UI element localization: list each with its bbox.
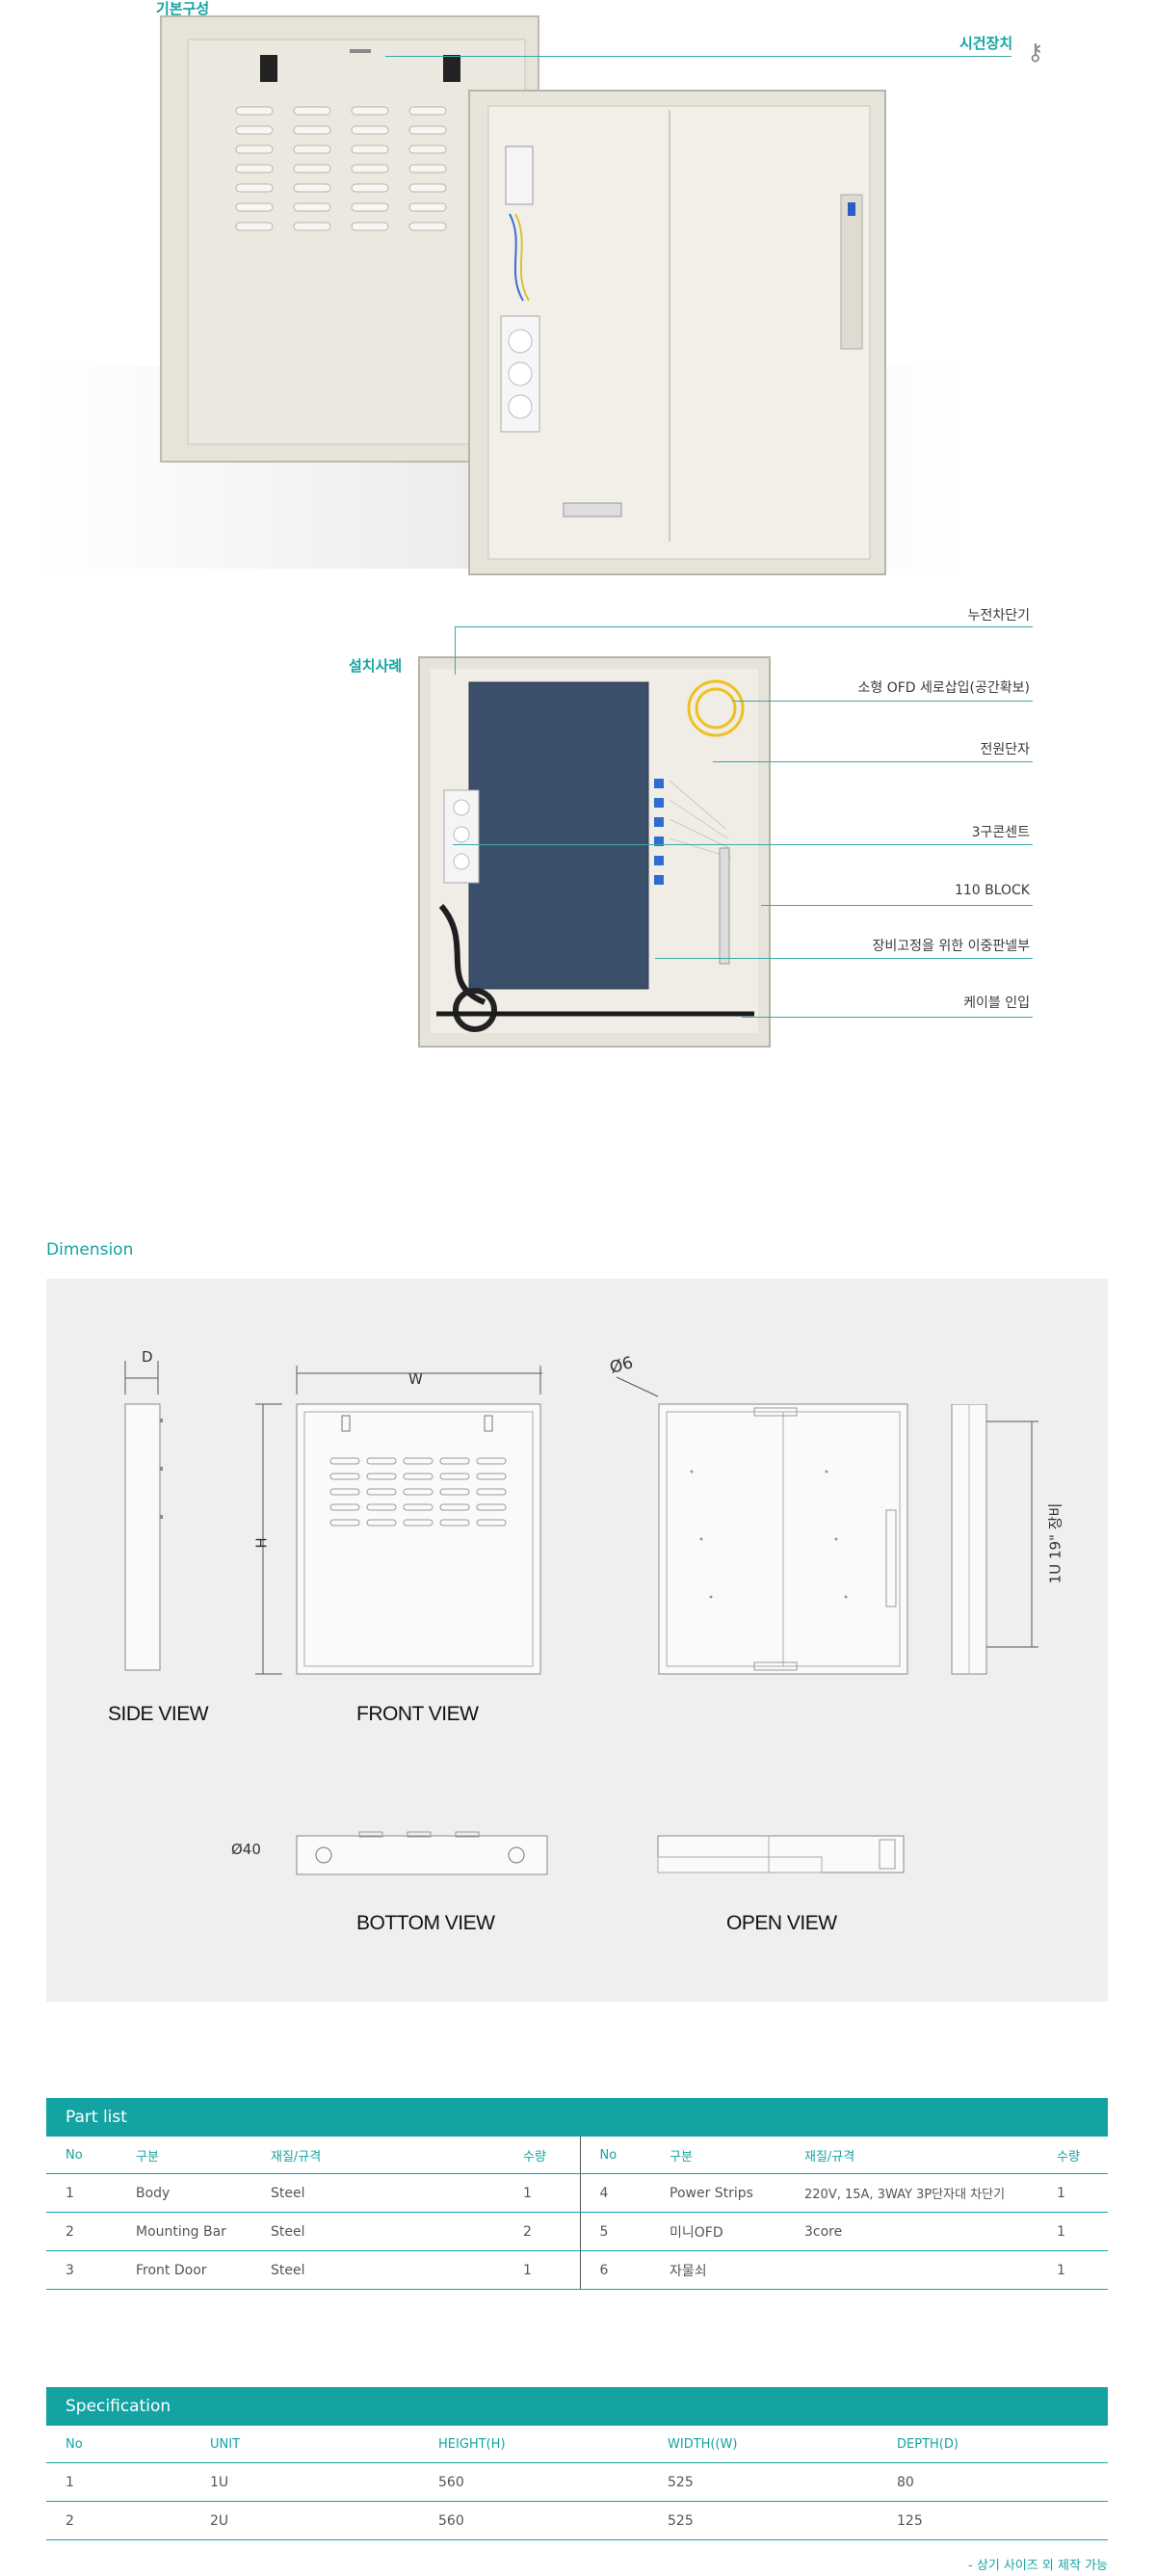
table-cell: 560	[419, 2462, 648, 2502]
table-cell: 220V, 15A, 3WAY 3P단자대 차단기	[785, 2173, 1038, 2213]
callout-7: 케이블 인입	[963, 996, 1030, 1011]
spec-header-row: No UNIT HEIGHT(H) WIDTH((W) DEPTH(D)	[46, 2426, 1108, 2463]
callout-2: 소형 OFD 세로삽입(공간확보)	[857, 680, 1030, 696]
callout-3: 전원단자	[980, 742, 1030, 757]
table-cell: 1	[504, 2250, 580, 2290]
part-header-material: 재질/규격	[251, 2137, 504, 2174]
spec-header-unit: UNIT	[191, 2426, 419, 2463]
rack-side-drawing	[951, 1404, 1038, 1675]
table-cell: 1U	[191, 2462, 419, 2502]
table-cell: 미니OFD	[650, 2212, 785, 2251]
dimension-title: Dimension	[46, 1240, 134, 1260]
dim-hole40-label: Ø40	[231, 1841, 261, 1858]
table-row: 2 Mounting Bar Steel 2 5 미니OFD 3core 1	[46, 2212, 1108, 2251]
callout-1: 누전차단기	[967, 608, 1030, 624]
cabinet-open-image	[468, 90, 886, 575]
table-cell: 80	[878, 2462, 1108, 2502]
specification-title: Specification	[46, 2387, 1108, 2426]
table-cell: 3	[46, 2250, 117, 2290]
table-cell: 1	[504, 2173, 580, 2213]
leader-2	[732, 701, 1033, 702]
install-example-image	[418, 656, 771, 1048]
part-header-qty-2: 수량	[1038, 2137, 1108, 2174]
table-cell: 6	[579, 2250, 650, 2290]
side-view-caption: SIDE VIEW	[108, 1703, 209, 1725]
callout-5: 110 BLOCK	[954, 883, 1030, 898]
spec-header-height: HEIGHT(H)	[419, 2426, 648, 2463]
part-header-no-2: No	[579, 2137, 650, 2174]
key-icon: ⚷	[1027, 39, 1044, 66]
table-cell: 3core	[785, 2212, 1038, 2251]
table-cell: 자물쇠	[650, 2250, 785, 2290]
leader-1-v	[455, 626, 456, 675]
part-header-category: 구분	[117, 2137, 251, 2174]
side-view-drawing	[124, 1361, 163, 1671]
spec-header-depth: DEPTH(D)	[878, 2426, 1108, 2463]
dim-w-label: W	[408, 1370, 423, 1388]
table-cell: 5	[579, 2212, 650, 2251]
part-list-header-row: No 구분 재질/규격 수량 No 구분 재질/규격 수량	[46, 2137, 1108, 2174]
lock-label: 시건장치	[959, 35, 1013, 52]
table-cell: 560	[419, 2501, 648, 2540]
leader-5	[761, 905, 1033, 906]
table-cell: 1	[1038, 2173, 1108, 2213]
dim-d-label: D	[142, 1348, 153, 1366]
table-row: 2 2U 560 525 125	[46, 2501, 1108, 2540]
table-cell: Front Door	[117, 2250, 251, 2290]
open-view-caption: OPEN VIEW	[726, 1912, 837, 1934]
dim-h-label: H	[252, 1537, 271, 1549]
front-view-caption: FRONT VIEW	[356, 1703, 479, 1725]
table-cell: 125	[878, 2501, 1108, 2540]
table-cell: Steel	[251, 2173, 504, 2213]
spec-note: - 상기 사이즈 외 제작 가능	[968, 2559, 1108, 2573]
callout-4: 3구콘센트	[971, 825, 1030, 840]
leader-6	[655, 958, 1033, 959]
table-row: 1 Body Steel 1 4 Power Strips 220V, 15A,…	[46, 2173, 1108, 2213]
rack-equipment-label: 1U 19" 장비	[1046, 1502, 1064, 1584]
lock-leader	[385, 56, 1012, 57]
table-cell: Power Strips	[650, 2173, 785, 2213]
leader-7	[742, 1017, 1033, 1018]
dimension-panel: D SIDE VIEW W H FRONT VIEW Ø6	[46, 1279, 1108, 2002]
leader-1	[455, 626, 1033, 627]
spec-header-no: No	[46, 2426, 191, 2463]
table-cell: 2	[504, 2212, 580, 2251]
leader-3	[713, 761, 1033, 762]
part-header-qty: 수량	[504, 2137, 580, 2174]
part-list-title: Part list	[46, 2098, 1108, 2137]
part-header-no: No	[46, 2137, 117, 2174]
part-header-material-2: 재질/규격	[785, 2137, 1038, 2174]
table-cell: 1	[46, 2173, 117, 2213]
basic-config-label: 기본구성	[156, 0, 210, 17]
leader-4	[453, 844, 1033, 845]
open-front-drawing	[616, 1376, 908, 1675]
spec-header-width: WIDTH((W)	[648, 2426, 878, 2463]
callout-6: 장비고정을 위한 이중판넬부	[872, 939, 1030, 954]
table-cell: Steel	[251, 2250, 504, 2290]
table-cell: 4	[579, 2173, 650, 2213]
table-cell: 2U	[191, 2501, 419, 2540]
install-example-label: 설치사례	[349, 657, 403, 675]
table-cell: 1	[46, 2462, 191, 2502]
part-header-category-2: 구분	[650, 2137, 785, 2174]
table-cell: Body	[117, 2173, 251, 2213]
table-row: 1 1U 560 525 80	[46, 2462, 1108, 2502]
bottom-view-drawing	[296, 1831, 548, 1875]
table-row: 3 Front Door Steel 1 6 자물쇠 1	[46, 2250, 1108, 2290]
table-cell: 2	[46, 2212, 117, 2251]
table-cell: 1	[1038, 2212, 1108, 2251]
table-cell: Mounting Bar	[117, 2212, 251, 2251]
bottom-view-caption: BOTTOM VIEW	[356, 1912, 495, 1934]
part-list-table: No 구분 재질/규격 수량 No 구분 재질/규격 수량 1 Body Ste…	[46, 2137, 1108, 2290]
open-view-drawing	[657, 1835, 905, 1873]
front-view-drawing	[255, 1366, 542, 1675]
table-cell: 525	[648, 2462, 878, 2502]
table-cell: 1	[1038, 2250, 1108, 2290]
table-cell: 2	[46, 2501, 191, 2540]
table-cell: 525	[648, 2501, 878, 2540]
table-cell: Steel	[251, 2212, 504, 2251]
specification-table: No UNIT HEIGHT(H) WIDTH((W) DEPTH(D) 1 1…	[46, 2426, 1108, 2540]
table-cell	[785, 2250, 1038, 2290]
